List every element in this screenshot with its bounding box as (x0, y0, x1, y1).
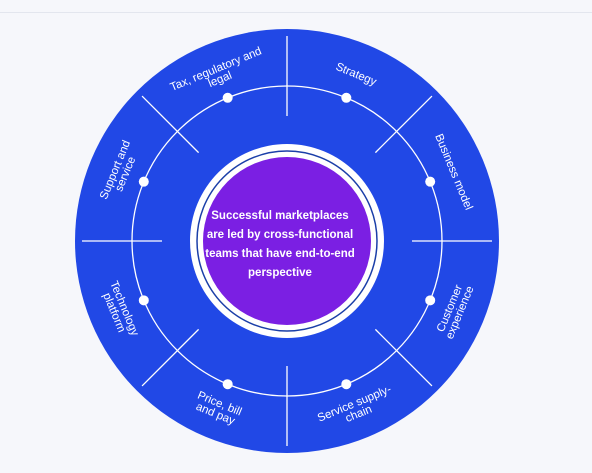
segment-dot (341, 379, 352, 390)
segment-divider (141, 328, 200, 387)
segment-dot (425, 176, 436, 187)
segment-divider (374, 95, 433, 154)
segment-dot (138, 295, 149, 306)
segment-dot (341, 92, 352, 103)
page-header-strip (0, 0, 592, 13)
segment-divider (141, 95, 200, 154)
segment-dot (138, 176, 149, 187)
segment-dividers (82, 36, 492, 446)
segment-dot (222, 379, 233, 390)
segment-dot (425, 295, 436, 306)
segment-divider (374, 328, 433, 387)
center-purple-disc (203, 157, 371, 325)
segment-dot (222, 92, 233, 103)
center-outline-ring (196, 150, 378, 332)
center-message: Successful marketplaces are led by cross… (205, 210, 355, 279)
segment-dots (138, 92, 436, 390)
